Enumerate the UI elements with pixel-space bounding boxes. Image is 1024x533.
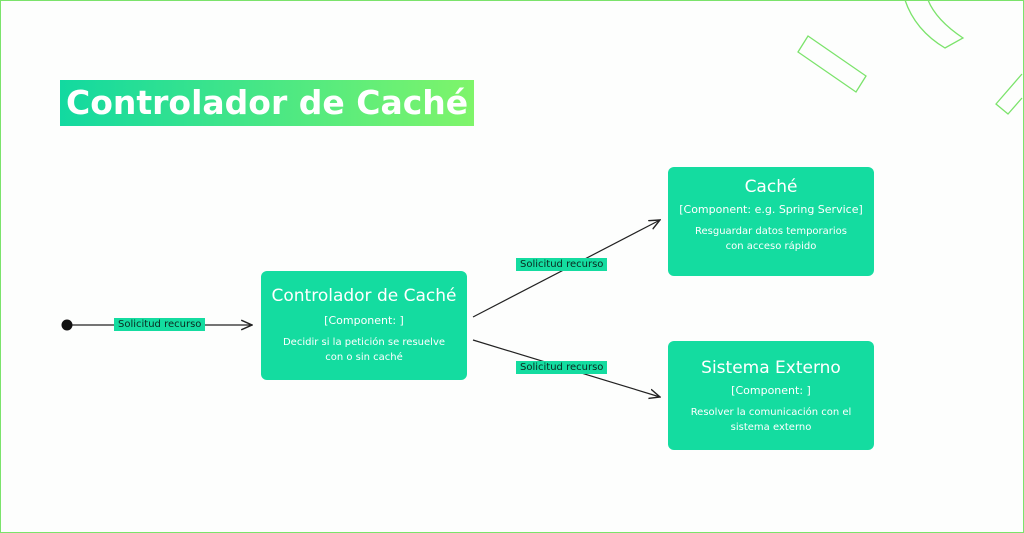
component-external[interactable]: Sistema Externo [Component: ] Resolver l… xyxy=(668,341,874,450)
page-title: Controlador de Caché xyxy=(60,80,475,126)
component-cache-name: Caché xyxy=(744,177,798,197)
decor-bar-shape xyxy=(797,35,867,93)
component-external-type: [Component: ] xyxy=(731,384,811,397)
component-cache-desc: Resguardar datos temporarios con acceso … xyxy=(694,226,848,252)
edge-label-start: Solicitud recurso xyxy=(114,318,206,331)
edge-label-external: Solicitud recurso xyxy=(516,361,608,374)
component-external-desc: Resolver la comunicación con el sistema … xyxy=(690,407,852,433)
decor-arc-shape xyxy=(904,0,965,49)
component-controller-desc: Decidir si la petición se resuelve con o… xyxy=(282,337,446,363)
component-controller-name: Controlador de Caché xyxy=(271,286,457,306)
edge-label-cache: Solicitud recurso xyxy=(516,258,608,271)
component-cache-type: [Component: e.g. Spring Service] xyxy=(679,203,863,216)
decor-corner-shape xyxy=(995,73,1023,115)
component-external-name: Sistema Externo xyxy=(701,358,841,378)
decorative-shapes xyxy=(797,0,1023,115)
component-controller[interactable]: Controlador de Caché [Component: ] Decid… xyxy=(261,271,467,380)
component-controller-type: [Component: ] xyxy=(324,314,404,327)
start-node xyxy=(61,319,73,331)
component-cache[interactable]: Caché [Component: e.g. Spring Service] R… xyxy=(668,167,874,276)
